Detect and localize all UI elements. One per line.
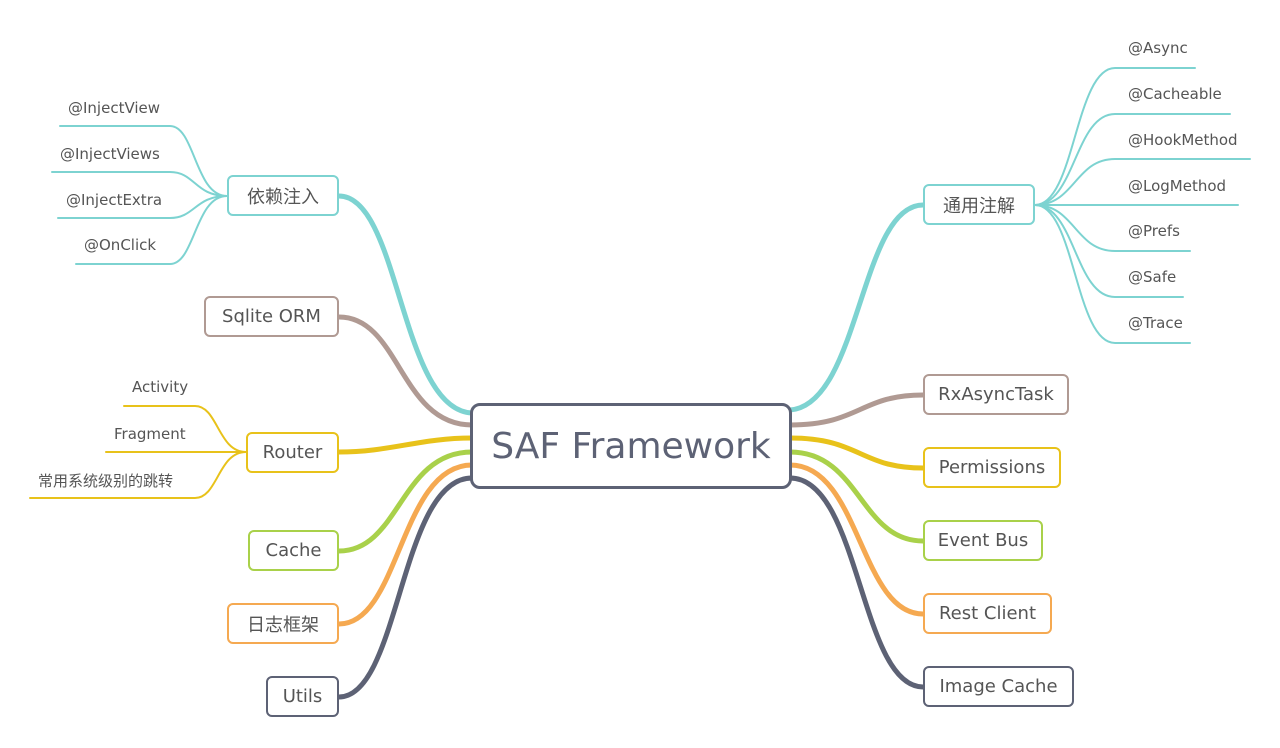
branch-rest-client [787,462,926,617]
branch-event-bus [787,449,926,544]
leaf-line-di-2 [57,195,228,219]
topic-event-bus[interactable]: Event Bus [923,520,1043,561]
leaf-line-di-3 [75,195,228,265]
topic-image-cache[interactable]: Image Cache [923,666,1074,707]
central-topic[interactable]: SAF Framework [470,403,792,489]
topic-sqlite-orm[interactable]: Sqlite ORM [204,296,339,337]
branch-utils [336,475,475,700]
topic-router[interactable]: Router [246,432,339,473]
leaf-line-annotations-4 [1034,204,1191,252]
leaf-hookmethod[interactable]: @HookMethod [1128,131,1238,149]
leaf-activity[interactable]: Activity [132,378,189,396]
leaf-cacheable[interactable]: @Cacheable [1128,85,1222,103]
branch-sqlite-orm [336,314,475,428]
topic-logging-framework[interactable]: 日志框架 [227,603,339,644]
topic-cache[interactable]: Cache [248,530,339,571]
leaf-async[interactable]: @Async [1128,39,1188,57]
leaf-injectview[interactable]: @InjectView [68,99,161,117]
leaf-line-annotations-2 [1034,158,1251,206]
leaf-fragment[interactable]: Fragment [114,425,186,443]
branch-logging-framework [336,462,475,627]
leaf-system-navigation[interactable]: 常用系统级别的跳转 [38,472,174,490]
branch-cache [336,449,475,554]
leaf-injectviews[interactable]: @InjectViews [60,145,160,163]
leaf-line-di-0 [59,125,228,197]
leaf-logmethod[interactable]: @LogMethod [1128,177,1227,195]
leaf-line-router-2 [29,451,247,499]
branch-dependency-injection [336,193,475,416]
topic-permissions[interactable]: Permissions [923,447,1061,488]
leaf-line-router-0 [123,405,247,453]
leaf-line-annotations-5 [1034,204,1184,298]
topic-rest-client[interactable]: Rest Client [923,593,1052,634]
topic-utils[interactable]: Utils [266,676,339,717]
branch-image-cache [787,475,926,690]
topic-dependency-injection[interactable]: 依赖注入 [227,175,339,216]
leaf-prefs[interactable]: @Prefs [1128,222,1180,240]
branch-router [336,435,475,455]
branch-common-annotations [787,202,926,413]
branch-permissions [787,435,926,471]
leaf-safe[interactable]: @Safe [1128,268,1177,286]
leaf-line-annotations-0 [1034,67,1196,206]
leaf-line-annotations-1 [1034,113,1231,206]
leaf-trace[interactable]: @Trace [1128,314,1183,332]
branch-rxasynctask [787,392,926,428]
leaf-line-di-1 [51,171,228,197]
leaf-onclick[interactable]: @OnClick [84,236,157,254]
topic-rxasynctask[interactable]: RxAsyncTask [923,374,1069,415]
topic-common-annotations[interactable]: 通用注解 [923,184,1035,225]
leaf-line-annotations-6 [1034,204,1191,344]
leaf-injectextra[interactable]: @InjectExtra [66,191,163,209]
